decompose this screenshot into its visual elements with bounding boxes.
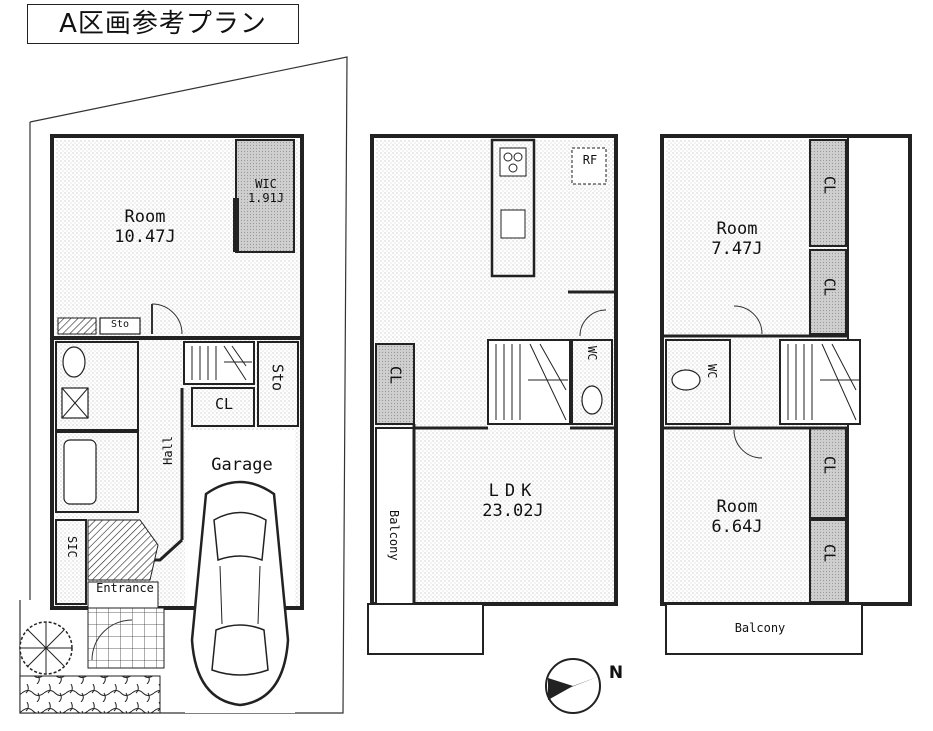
- cl-third-3: CL: [820, 456, 839, 475]
- north-label: N: [608, 663, 624, 683]
- second-floor: [367, 134, 618, 655]
- stairs-first: [183, 341, 255, 385]
- entrance-label: Entrance: [96, 581, 154, 595]
- ldk-name: LDK: [488, 481, 538, 501]
- stove-icon: [499, 147, 527, 177]
- car-icon: [190, 480, 290, 707]
- cl-second-label: CL: [386, 366, 405, 385]
- room-upper-label: Room 7.47J: [692, 219, 782, 259]
- wc-second-label: WC: [584, 346, 599, 361]
- hall-label: Hall: [161, 436, 175, 465]
- room-first-name: Room: [124, 207, 166, 227]
- refrigerator-icon: [571, 147, 607, 185]
- third-floor: [660, 134, 912, 655]
- garage-label: Garage: [211, 455, 273, 475]
- toilet-icon-third: [671, 369, 701, 391]
- cl-first-label: CL: [214, 395, 234, 413]
- cl-third-4: CL: [820, 544, 839, 563]
- sink-icon: [62, 346, 86, 378]
- stairs-third: [779, 339, 861, 425]
- balcony-second: [367, 603, 484, 655]
- cl-third-2: CL: [820, 278, 839, 297]
- wic-size: 1.91J: [247, 190, 285, 205]
- ldk-label: LDK 23.02J: [468, 481, 558, 521]
- wic-label: WIC 1.91J: [238, 177, 294, 206]
- room-first-label: Room 10.47J: [100, 207, 190, 247]
- balcony-third-label: Balcony: [734, 621, 786, 635]
- balcony-second-label: Balcony: [386, 510, 401, 561]
- room-upper-name: Room: [716, 219, 758, 239]
- lot-boundary: [19, 56, 348, 714]
- room-lower-label: Room 6.64J: [692, 497, 782, 537]
- cl-third-1: CL: [820, 176, 839, 195]
- ldk-size: 23.02J: [482, 500, 544, 521]
- compass-icon: [545, 658, 601, 714]
- toilet-icon: [581, 385, 603, 415]
- rf-label: RF: [582, 153, 598, 167]
- wic-name: WIC: [255, 177, 277, 191]
- sto-label: Sto: [268, 364, 287, 392]
- room-lower-size: 6.64J: [711, 516, 763, 537]
- first-floor: [19, 56, 348, 714]
- room-first-size: 10.47J: [114, 226, 176, 247]
- stairs-second: [487, 339, 571, 425]
- kitchen-sink-icon: [500, 209, 526, 239]
- room-upper-size: 7.47J: [711, 238, 763, 259]
- sic-label: SIC: [64, 536, 79, 558]
- wic-area: [235, 139, 295, 253]
- room-lower-name: Room: [716, 497, 758, 517]
- bathtub-icon: [63, 439, 97, 505]
- wc-third-label: WC: [704, 364, 719, 379]
- page-title: A区画参考プラン: [27, 4, 299, 44]
- sto-small-label: Sto: [110, 319, 130, 330]
- balcony-third: [665, 603, 863, 655]
